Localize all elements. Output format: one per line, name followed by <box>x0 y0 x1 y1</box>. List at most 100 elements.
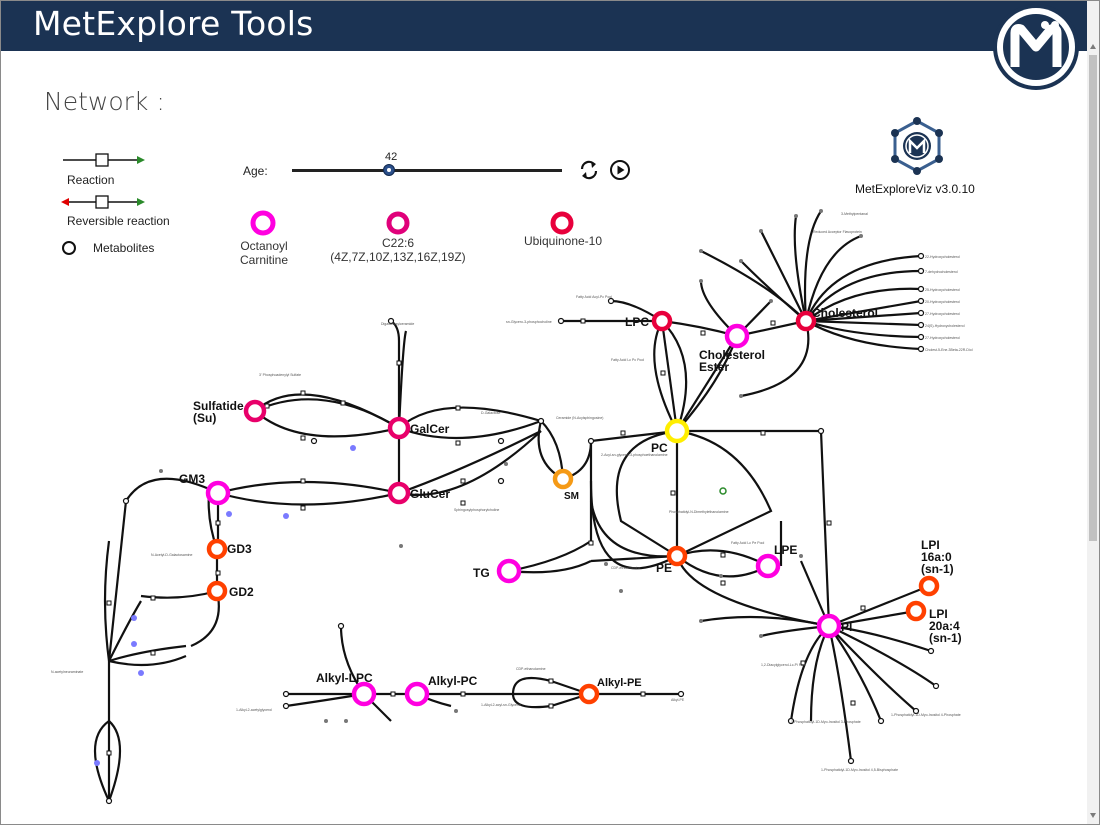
page-scrollbar[interactable] <box>1087 1 1099 824</box>
cholesterol-label: Cholesterol <box>812 306 878 320</box>
svg-text:1-Phosphatidyl-1D-Myo-Inositol: 1-Phosphatidyl-1D-Myo-Inositol 4-Phospha… <box>891 713 961 717</box>
gd2-node <box>206 580 228 602</box>
metabolite-labels: Sulfatide(Su) GalCer GluCer GM3 GD3 GD2 … <box>179 306 962 689</box>
svg-text:Fatty Acid Lc Pc Pool: Fatty Acid Lc Pc Pool <box>611 358 644 362</box>
svg-text:3-Methylpentanal: 3-Methylpentanal <box>841 212 868 216</box>
reaction-legend-icon <box>63 153 145 167</box>
metexploreviz-logo-icon <box>891 117 943 175</box>
neuac-nodes <box>94 445 356 766</box>
pc-node <box>664 418 690 444</box>
svg-text:22-Hydroxycholesterol: 22-Hydroxycholesterol <box>925 255 960 259</box>
svg-text:25-Hydroxycholesterol: 25-Hydroxycholesterol <box>925 288 960 292</box>
refresh-icon[interactable] <box>578 159 600 181</box>
play-icon[interactable] <box>609 159 631 181</box>
section-title: Network : <box>44 87 165 116</box>
svg-text:N-Acetyl-D-Galactosamine: N-Acetyl-D-Galactosamine <box>151 553 192 557</box>
svg-text:N-acetylneuraminate: N-acetylneuraminate <box>51 670 83 674</box>
gd3-label: GD3 <box>227 542 252 556</box>
app-header: MetExplore Tools <box>1 1 1087 51</box>
reduction-node <box>719 487 727 495</box>
legend-reaction-label: Reaction <box>67 173 115 187</box>
svg-text:2-Acyl-sn-glycerol-3-phosphoet: 2-Acyl-sn-glycerol-3-phosphoethanolamine <box>601 453 668 457</box>
svg-text:CDP-ethanolamine: CDP-ethanolamine <box>516 667 546 671</box>
pc-label: PC <box>651 441 668 455</box>
cofactor-nodes <box>159 209 863 723</box>
lpc-label: LPC <box>625 315 649 329</box>
lpi-16a0-node <box>918 575 940 597</box>
pi-node <box>816 613 842 639</box>
alkyl-pc-node <box>404 681 430 707</box>
svg-text:Ceramide (N-Acylsphingosine): Ceramide (N-Acylsphingosine) <box>556 416 603 420</box>
gm3-node <box>205 480 231 506</box>
lpi-20a4-node <box>905 600 927 622</box>
svg-text:20-Hydroxycholesterol: 20-Hydroxycholesterol <box>925 300 960 304</box>
alkyl-pc-label: Alkyl-PC <box>428 674 478 688</box>
small-metabolite-nodes <box>105 252 940 805</box>
reversible-reaction-legend-icon <box>61 195 145 209</box>
age-slider-value: 42 <box>385 151 398 163</box>
sm-label: SM <box>564 491 579 502</box>
svg-text:Reduced Acceptor Flavoprotein: Reduced Acceptor Flavoprotein <box>813 230 862 234</box>
metexploreviz-version: MetExploreViz v3.0.10 <box>855 182 975 196</box>
lpe-node <box>755 553 781 579</box>
svg-text:Fatty Acid Acyl-Pc Pool: Fatty Acid Acyl-Pc Pool <box>576 295 612 299</box>
svg-text:7-dehydrocholesterol: 7-dehydrocholesterol <box>925 270 958 274</box>
cholesterol-ester-node <box>724 323 750 349</box>
alkyl-lpc-node <box>351 681 377 707</box>
c22-6-node[interactable] <box>384 209 414 239</box>
alkyl-pe-node <box>578 683 600 705</box>
svg-text:27-Hydroxycholesterol: 27-Hydroxycholesterol <box>925 312 960 316</box>
svg-text:CDP-ethanolamine: CDP-ethanolamine <box>611 566 641 570</box>
svg-text:1-Alkyl-2-acetylglycerol: 1-Alkyl-2-acetylglycerol <box>236 708 272 712</box>
svg-text:Alkyl-PE: Alkyl-PE <box>671 698 685 702</box>
galcer-node <box>387 416 411 440</box>
tg-node <box>496 558 522 584</box>
alkyl-lpc-label: Alkyl-LPC <box>316 671 373 685</box>
svg-text:1-Phosphatidyl-1D-Myo-Inositol: 1-Phosphatidyl-1D-Myo-Inositol 4,5-Bisph… <box>821 768 898 772</box>
scroll-thumb[interactable] <box>1089 55 1097 541</box>
svg-text:Fatty Acid Lc Pe Pool: Fatty Acid Lc Pe Pool <box>731 541 764 545</box>
octanoyl-carnitine-node[interactable] <box>249 209 279 239</box>
pe-node <box>666 545 688 567</box>
scroll-up-arrow-icon[interactable] <box>1090 44 1096 49</box>
sulfatide-label: Sulfatide(Su) <box>193 399 244 425</box>
svg-text:sn-Glycero-3-phosphocholine: sn-Glycero-3-phosphocholine <box>506 320 552 324</box>
sulfatide-node <box>243 399 267 423</box>
scroll-down-arrow-icon[interactable] <box>1090 813 1096 818</box>
labeled-metabolites[interactable] <box>205 310 940 707</box>
ubiquinone-10-label: Ubiquinone-10 <box>523 234 603 248</box>
svg-text:Digalactosylceramide: Digalactosylceramide <box>381 322 414 326</box>
age-slider-thumb[interactable] <box>383 164 395 176</box>
c22-6-label: C22:6(4Z,7Z,10Z,13Z,16Z,19Z) <box>330 236 466 264</box>
svg-text:Phosphatidyl-N-Dimethylethanol: Phosphatidyl-N-Dimethylethanolamine <box>669 510 729 514</box>
svg-text:3' Phosphoadenylyl Sulfate: 3' Phosphoadenylyl Sulfate <box>259 373 301 377</box>
gd3-node <box>206 538 228 560</box>
tg-label: TG <box>473 566 490 580</box>
ubiquinone-10-node[interactable] <box>548 209 578 239</box>
cholesterol-node <box>795 310 817 332</box>
pi-label: PI <box>841 620 852 634</box>
reaction-nodes <box>106 318 866 756</box>
legend-reversible-label: Reversible reaction <box>67 214 170 228</box>
metabolite-legend-icon <box>62 241 76 255</box>
legend-metabolites-label: Metabolites <box>93 241 155 255</box>
svg-text:1,2-Diacylglycerol-Lc-Pi Pool: 1,2-Diacylglycerol-Lc-Pi Pool <box>761 663 806 667</box>
svg-text:D-Galactose: D-Galactose <box>481 411 501 415</box>
network-edges <box>93 210 937 802</box>
alkyl-pe-label: Alkyl-PE <box>597 677 642 689</box>
galcer-label: GalCer <box>410 422 450 436</box>
gd2-label: GD2 <box>229 585 254 599</box>
glucer-node <box>387 481 411 505</box>
svg-text:24(S)-Hydroxycholesterol: 24(S)-Hydroxycholesterol <box>925 324 965 328</box>
gm3-label: GM3 <box>179 472 205 486</box>
svg-text:1-Phosphatidyl-1D-Myo-Inositol: 1-Phosphatidyl-1D-Myo-Inositol 3-Phospha… <box>791 720 861 724</box>
metexplore-logo-icon[interactable] <box>985 3 1087 91</box>
glucer-label: GluCer <box>410 487 450 501</box>
svg-text:Sphingosylphosphorylcholine: Sphingosylphosphorylcholine <box>454 508 499 512</box>
age-slider-track[interactable] <box>292 169 562 172</box>
